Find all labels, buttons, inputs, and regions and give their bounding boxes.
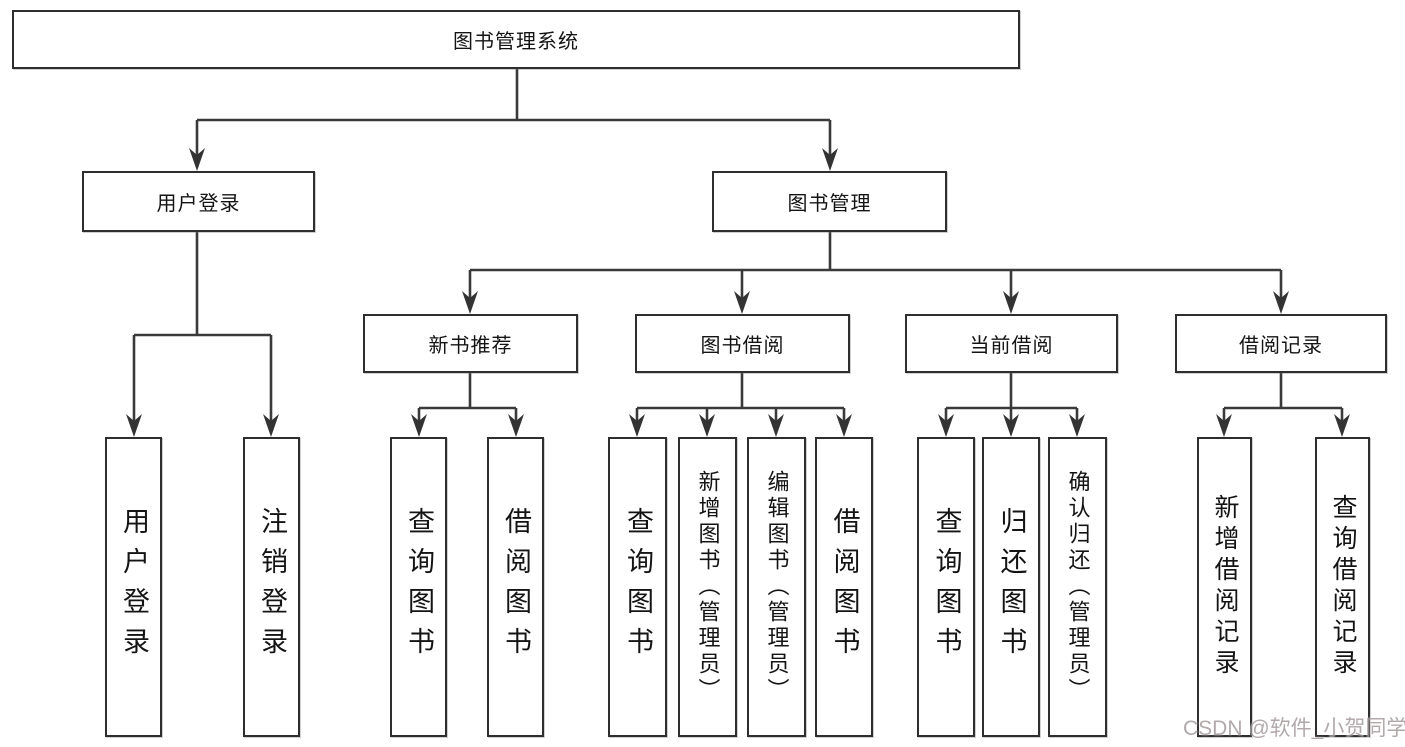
node-book-borrow: 图书借阅 [635,314,850,373]
csdn-watermark: CSDN @软件_小贺同学 [1183,717,1405,740]
leaf-confirm-return-admin: 确认归还（管理员） [1048,437,1107,737]
leaf-query-borrow-record-label: 查询借阅记录 [1329,494,1357,680]
leaf-add-borrow-record-label: 新增借阅记录 [1211,494,1239,680]
connectors-new-book-branch [411,373,524,437]
leaf-add-borrow-record: 新增借阅记录 [1197,437,1252,737]
node-book-management: 图书管理 [712,171,947,232]
leaf-edit-book-admin: 编辑图书（管理员） [747,437,806,737]
leaf-borrow-book-recommend-label: 借阅图书 [501,507,531,667]
connectors-user-login-branch [126,232,279,437]
leaf-query-book-recommend: 查询图书 [390,437,447,737]
node-current-borrow: 当前借阅 [905,314,1118,373]
leaf-query-borrow-record: 查询借阅记录 [1315,437,1370,737]
leaf-confirm-return-admin-label: 确认归还（管理员） [1065,470,1091,704]
connectors-current-borrow-branch [938,373,1085,437]
node-new-book-recommend: 新书推荐 [363,314,578,373]
leaf-borrow-book-recommend: 借阅图书 [487,437,544,737]
node-root-system: 图书管理系统 [12,10,1020,69]
leaf-query-book-recommend-label: 查询图书 [404,507,434,667]
leaf-borrow-book-label: 借阅图书 [829,507,860,667]
leaf-query-book-current: 查询图书 [917,437,975,737]
leaf-edit-book-admin-label: 编辑图书（管理员） [764,470,790,704]
connectors-borrow-record-branch [1216,373,1350,437]
leaf-return-book-label: 归还图书 [996,507,1027,667]
connectors-book-mgmt-to-level3 [462,232,1289,314]
leaf-borrow-book: 借阅图书 [815,437,873,737]
leaf-user-login-label: 用户登录 [119,507,149,667]
leaf-query-book-current-label: 查询图书 [931,507,962,667]
leaf-add-book-admin-label: 新增图书（管理员） [695,470,721,704]
leaf-user-login: 用户登录 [105,437,162,737]
connectors-root-to-level2 [189,68,838,171]
leaf-logout-label: 注销登录 [257,507,287,667]
leaf-add-book-admin: 新增图书（管理员） [678,437,737,737]
node-borrow-records: 借阅记录 [1175,314,1387,373]
leaf-return-book: 归还图书 [982,437,1040,737]
leaf-logout: 注销登录 [243,437,300,737]
leaf-query-book-borrow-label: 查询图书 [623,507,653,667]
connectors-book-borrow-branch [629,373,852,437]
leaf-query-book-borrow: 查询图书 [608,437,667,737]
node-user-login: 用户登录 [82,171,315,232]
